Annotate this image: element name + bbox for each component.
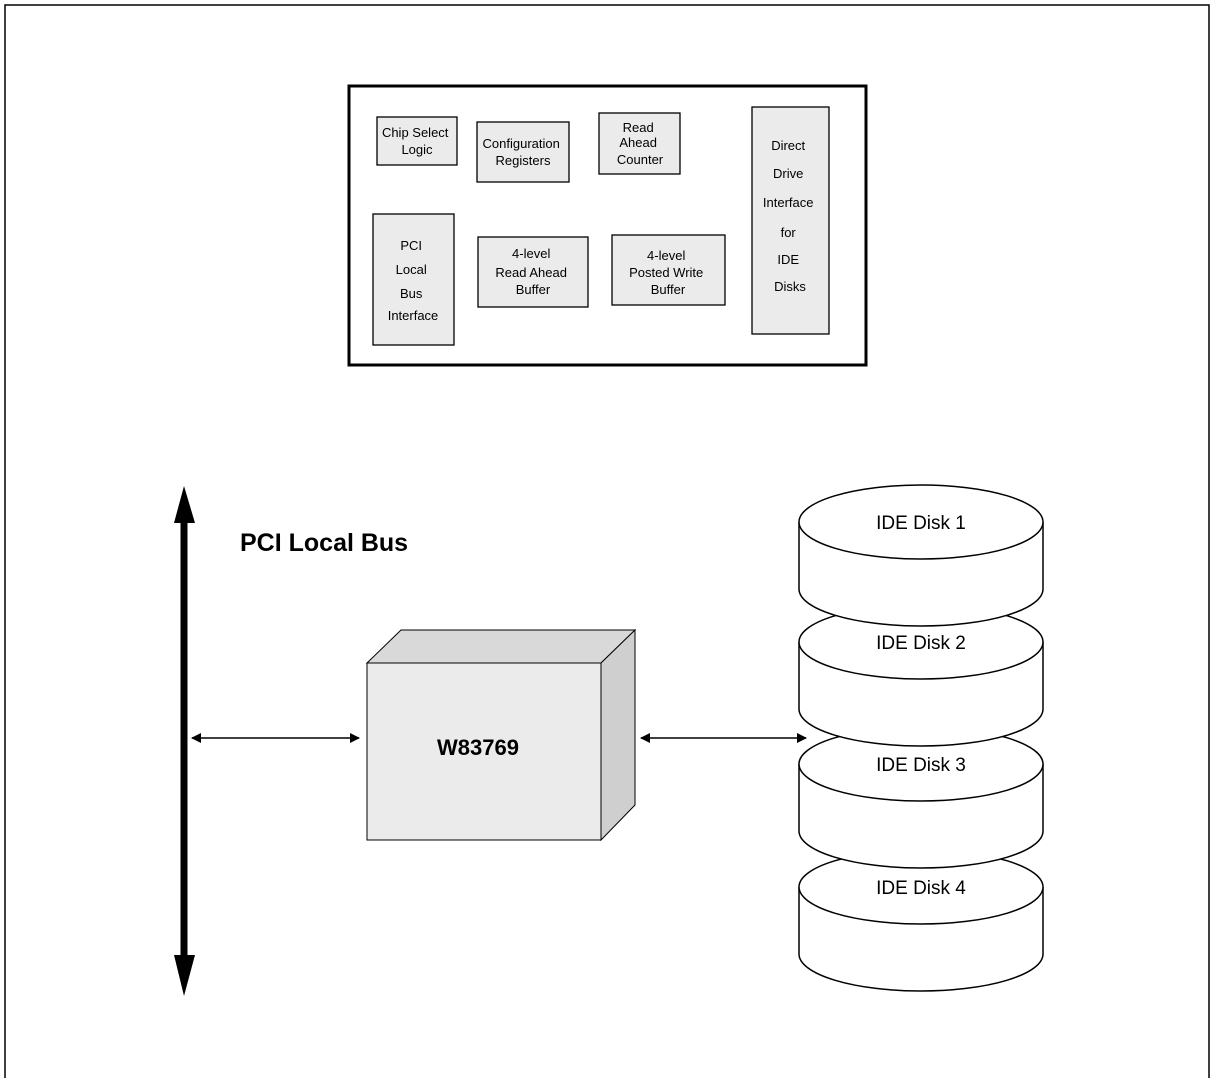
ide-disk-3: IDE Disk 3	[798, 726, 1044, 869]
ide-disk-4: IDE Disk 4	[798, 849, 1044, 992]
read-ahead-counter-block: Read Ahead Counter	[598, 112, 681, 175]
pci-interface-line-3: Bus	[400, 286, 423, 301]
ide-disk-stack: IDE Disk 4 IDE Disk 3 IDE Disk 2 IDE Dis…	[798, 484, 1044, 992]
svg-text:Read Ahead Cou: Read Ahead Counter	[617, 120, 664, 167]
read-ahead-counter-line-1: Read	[623, 120, 654, 135]
read-ahead-counter-line-3: Counter	[617, 152, 664, 167]
configuration-registers-block: Configuration Registers	[476, 121, 570, 183]
pci-interface-line-1: PCI	[400, 238, 422, 253]
direct-drive-line-4: for	[781, 225, 797, 240]
read-ahead-buffer-block: 4-level Read Ahead Buffer	[477, 236, 589, 308]
config-registers-line-1: Configuration	[483, 136, 560, 151]
read-ahead-buffer-line-3: Buffer	[516, 282, 551, 297]
ide-disk-4-label: IDE Disk 4	[876, 878, 966, 899]
read-ahead-buffer-line-2: Read Ahead	[495, 265, 567, 280]
direct-drive-line-1: Direct	[771, 138, 805, 153]
direct-drive-line-2: Drive	[773, 166, 803, 181]
direct-drive-line-3: Interface	[763, 195, 814, 210]
w83769-chip: W83769	[365, 628, 637, 842]
svg-text:Configuration Register: Configuration Registers	[483, 136, 564, 168]
ide-disk-2-label: IDE Disk 2	[876, 633, 966, 654]
chip-select-line-2: Logic	[401, 142, 433, 157]
chip-side-face	[600, 628, 636, 842]
ide-disk-2: IDE Disk 2	[798, 604, 1044, 747]
posted-write-buffer-block: 4-level Posted Write Buffer	[611, 234, 726, 306]
posted-write-buffer-line-1: 4-level	[647, 248, 685, 263]
ide-disk-1-label: IDE Disk 1	[876, 513, 966, 534]
chip-select-logic-block: Chip Select Logic	[376, 116, 458, 166]
pci-interface-line-2: Local	[396, 262, 427, 277]
svg-text:4-level Posted Write: 4-level Posted Write Buffer	[629, 248, 707, 297]
page-frame	[4, 4, 1210, 1078]
chip-top-face	[365, 629, 637, 664]
pci-local-bus-label: PCI Local Bus	[240, 529, 408, 557]
block-diagram: Chip Select Logic Configuration Register…	[347, 84, 868, 367]
read-ahead-counter-line-2: Ahead	[619, 135, 657, 150]
ide-disk-1: IDE Disk 1	[798, 484, 1044, 627]
ide-disk-3-label: IDE Disk 3	[876, 755, 966, 776]
chip-label: W83769	[437, 735, 519, 760]
direct-drive-interface-block: Direct Drive Interface for IDE Disks	[751, 106, 830, 335]
pci-interface-block: PCI Local Bus Interface	[372, 213, 455, 346]
svg-text:Direct Drive I: Direct Drive Interface for IDE Disks	[763, 138, 817, 294]
svg-text:Chip Select Logic: Chip Select Logic	[382, 125, 452, 157]
pci-bus-arrow	[174, 486, 195, 996]
svg-text:PCI Local Bus: PCI Local Bus Interface	[388, 238, 439, 323]
pci-interface-line-4: Interface	[388, 308, 439, 323]
read-ahead-buffer-line-1: 4-level	[512, 246, 550, 261]
chip-front-face	[366, 662, 602, 841]
svg-text:4-level Read Ahead: 4-level Read Ahead Buffer	[495, 246, 570, 297]
posted-write-buffer-line-3: Buffer	[651, 282, 686, 297]
config-registers-line-2: Registers	[496, 153, 551, 168]
posted-write-buffer-line-2: Posted Write	[629, 265, 703, 280]
chip-select-line-1: Chip Select	[382, 125, 449, 140]
direct-drive-line-6: Disks	[774, 279, 806, 294]
direct-drive-line-5: IDE	[777, 252, 799, 267]
